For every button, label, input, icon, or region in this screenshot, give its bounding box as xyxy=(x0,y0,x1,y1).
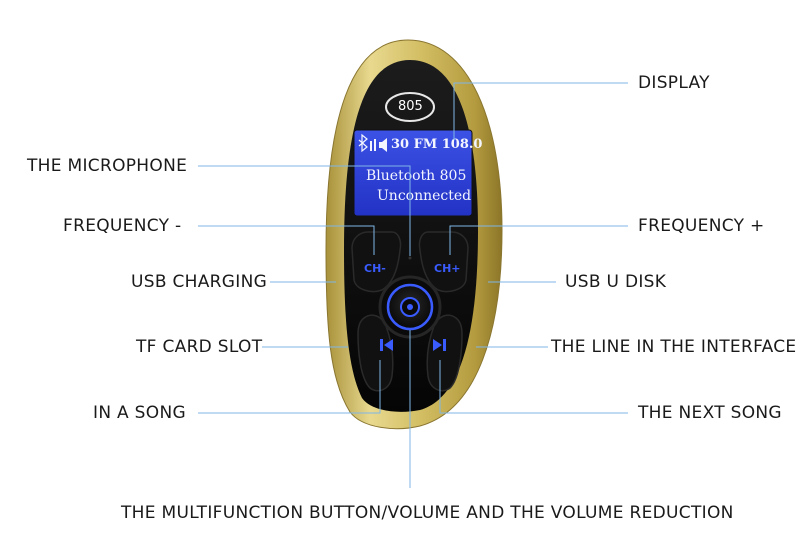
lcd-line-unconnected: Unconnected xyxy=(377,188,472,204)
ch-plus-button-shape xyxy=(418,231,469,293)
battery-icon xyxy=(370,139,376,151)
logo-oval xyxy=(385,92,435,122)
speaker-icon xyxy=(379,138,387,152)
leader-prev-song xyxy=(198,360,381,414)
label-display: DISPLAY xyxy=(638,73,710,93)
ch-minus-button[interactable]: CH- xyxy=(364,262,386,275)
label-frequency-minus: FREQUENCY - xyxy=(63,216,182,236)
label-usb-disk: USB U DISK xyxy=(565,272,667,292)
label-frequency-plus: FREQUENCY + xyxy=(638,216,765,236)
label-next-song: THE NEXT SONG xyxy=(638,403,782,423)
microphone-hole xyxy=(408,256,412,260)
label-microphone: THE MICROPHONE xyxy=(27,156,188,176)
label-multifunction: THE MULTIFUNCTION BUTTON/VOLUME AND THE … xyxy=(121,503,734,523)
lcd-line-bluetooth: Bluetooth 805 xyxy=(366,168,467,184)
next-track-icon xyxy=(433,339,446,351)
label-line-in: THE LINE IN THE INTERFACE xyxy=(551,337,797,357)
ch-plus-button[interactable]: CH+ xyxy=(434,262,461,275)
label-tf-card-slot: TF CARD SLOT xyxy=(136,337,263,357)
leader-frequency-minus xyxy=(198,225,375,255)
lcd-screen xyxy=(353,129,473,217)
ch-minus-button-shape xyxy=(351,231,402,293)
bluetooth-icon xyxy=(358,133,368,153)
label-prev-song: IN A SONG xyxy=(93,403,186,423)
leader-frequency-plus xyxy=(449,225,628,255)
leader-display xyxy=(453,82,628,140)
lcd-status-line: 30 FM 108.0 xyxy=(391,137,483,152)
leader-next-song xyxy=(439,360,628,414)
prev-track-icon xyxy=(380,339,393,351)
label-usb-charging: USB CHARGING xyxy=(131,272,268,292)
device-logo: 805 xyxy=(398,99,423,114)
leader-microphone xyxy=(198,165,411,256)
